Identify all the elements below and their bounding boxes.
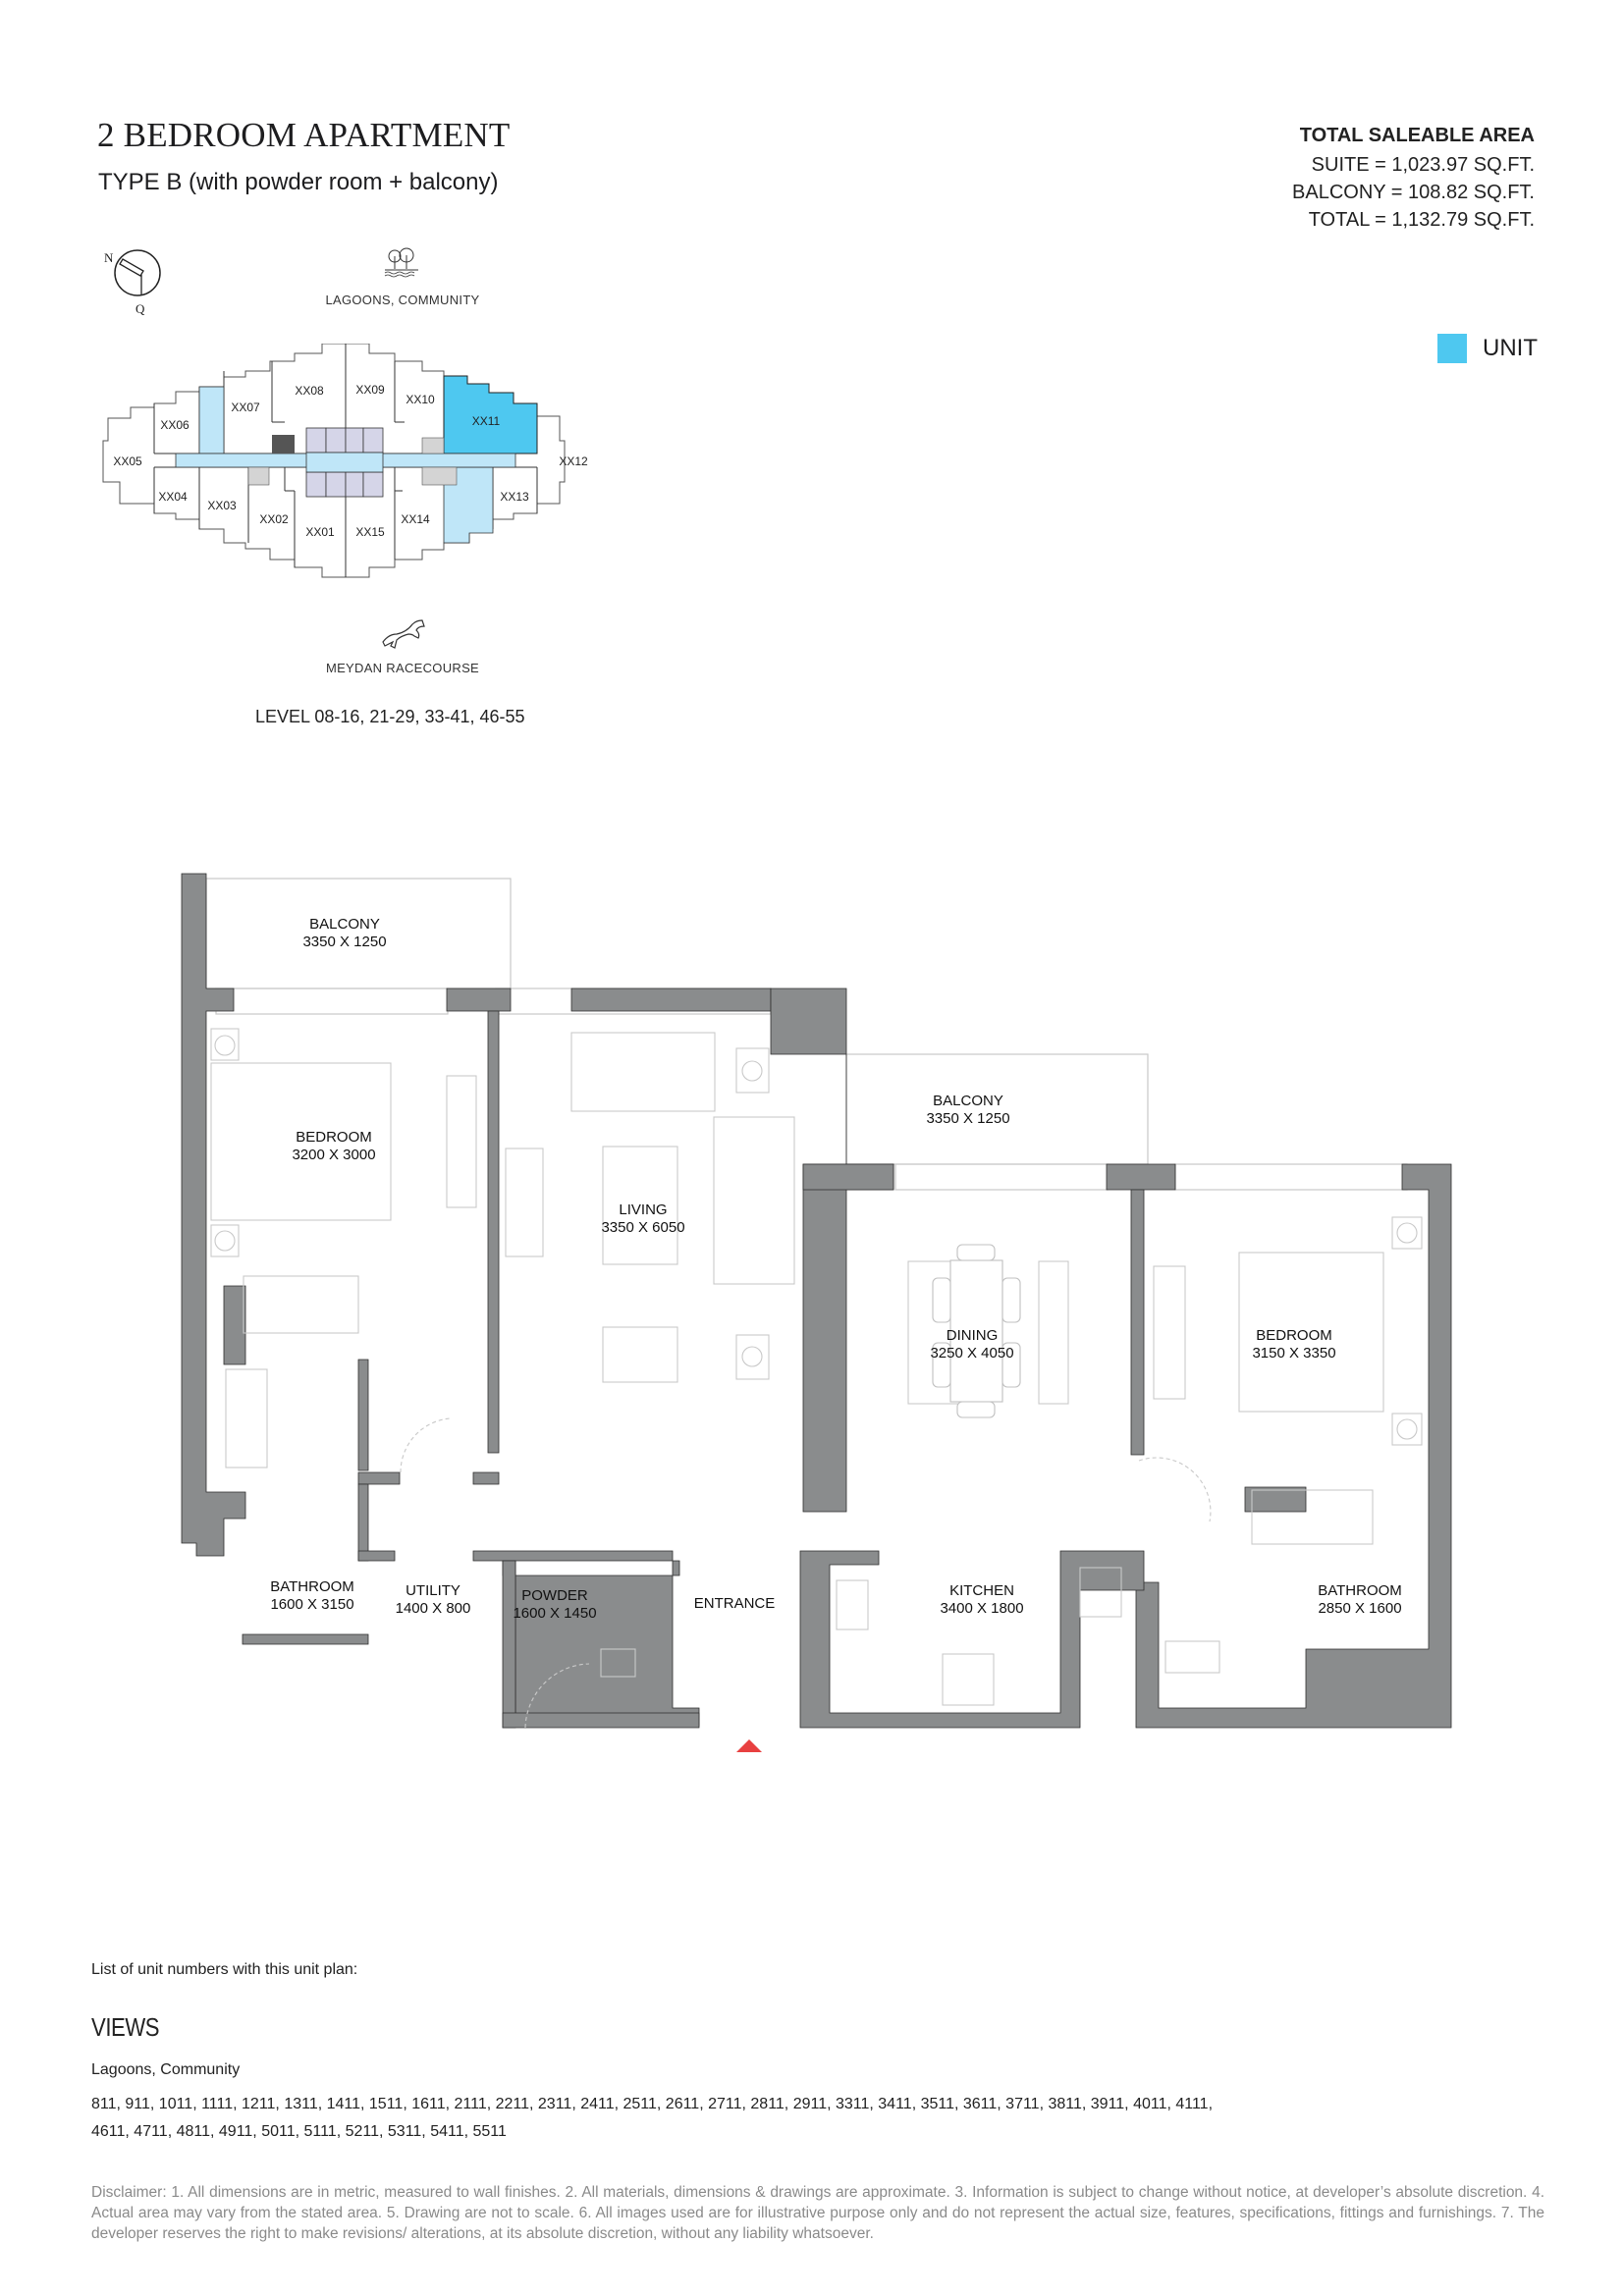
lagoon-trees-icon xyxy=(384,247,418,278)
saleable-area-block: TOTAL SALEABLE AREA SUITE = 1,023.97 SQ.… xyxy=(1292,122,1535,234)
unit-legend: UNIT xyxy=(1437,334,1538,363)
balcony-area: BALCONY = 108.82 SQ.FT. xyxy=(1292,182,1535,203)
key-plan: XX05 XX06 XX07 XX08 XX09 XX10 XX11 XX12 … xyxy=(102,344,588,578)
suite-area: SUITE = 1,023.97 SQ.FT. xyxy=(1311,154,1535,176)
svg-text:N: N xyxy=(104,250,114,265)
svg-text:XX04: XX04 xyxy=(158,490,188,504)
svg-text:XX15: XX15 xyxy=(355,525,385,539)
unit-legend-swatch xyxy=(1437,334,1467,363)
unit-numbers-line-2: 4611, 4711, 4811, 4911, 5011, 5111, 5211… xyxy=(91,2123,507,2140)
entrance-marker-icon xyxy=(736,1739,762,1752)
area-heading: TOTAL SALEABLE AREA xyxy=(1299,125,1535,146)
svg-text:XX08: XX08 xyxy=(295,384,324,398)
unit-numbers-line-1: 811, 911, 1011, 1111, 1211, 1311, 1411, … xyxy=(91,2096,1214,2112)
svg-text:XX05: XX05 xyxy=(113,454,142,468)
svg-text:XX10: XX10 xyxy=(406,393,435,406)
svg-text:XX06: XX06 xyxy=(160,418,189,432)
building-core xyxy=(305,427,384,498)
walls xyxy=(181,873,1452,1729)
unit-list-label: List of unit numbers with this unit plan… xyxy=(91,1961,358,1978)
unit-legend-label: UNIT xyxy=(1483,335,1538,361)
shaft-left xyxy=(198,386,225,454)
svg-text:XX03: XX03 xyxy=(207,499,237,512)
svg-text:XX13: XX13 xyxy=(500,490,529,504)
compass-icon: N Q xyxy=(104,249,161,316)
svg-text:Q: Q xyxy=(135,301,145,316)
svg-text:XX09: XX09 xyxy=(355,383,385,397)
svg-text:XX02: XX02 xyxy=(259,512,289,526)
room-entrance: ENTRANCE xyxy=(693,1595,776,1612)
svg-text:XX01: XX01 xyxy=(305,525,335,539)
dark-service-room xyxy=(272,435,295,454)
unit-numbers: 811, 911, 1011, 1111, 1211, 1311, 1411, … xyxy=(91,2091,1328,2146)
views-heading: VIEWS xyxy=(91,2012,160,2042)
svg-text:XX07: XX07 xyxy=(231,400,260,414)
view-name: Lagoons, Community xyxy=(91,2061,241,2078)
svg-text:XX12: XX12 xyxy=(559,454,588,468)
disclaimer: Disclaimer: 1. All dimensions are in met… xyxy=(91,2184,1544,2242)
svg-text:XX14: XX14 xyxy=(401,512,430,526)
dining-table xyxy=(932,1244,1021,1418)
total-area: TOTAL = 1,132.79 SQ.FT. xyxy=(1308,209,1535,231)
unit-type-subtitle: TYPE B (with powder room + balcony) xyxy=(98,169,499,195)
svg-text:XX11: XX11 xyxy=(472,414,501,428)
horse-icon xyxy=(382,619,425,649)
bottom-view-label: MEYDAN RACECOURSE xyxy=(325,661,480,675)
page-title: 2 BEDROOM APARTMENT xyxy=(97,116,511,154)
floor-plan: N Q xyxy=(181,873,1452,1752)
furniture xyxy=(210,1028,1423,1729)
level-range: LEVEL 08-16, 21-29, 33-41, 46-55 xyxy=(255,707,525,726)
top-view-label: LAGOONS, COMMUNITY xyxy=(325,293,480,307)
